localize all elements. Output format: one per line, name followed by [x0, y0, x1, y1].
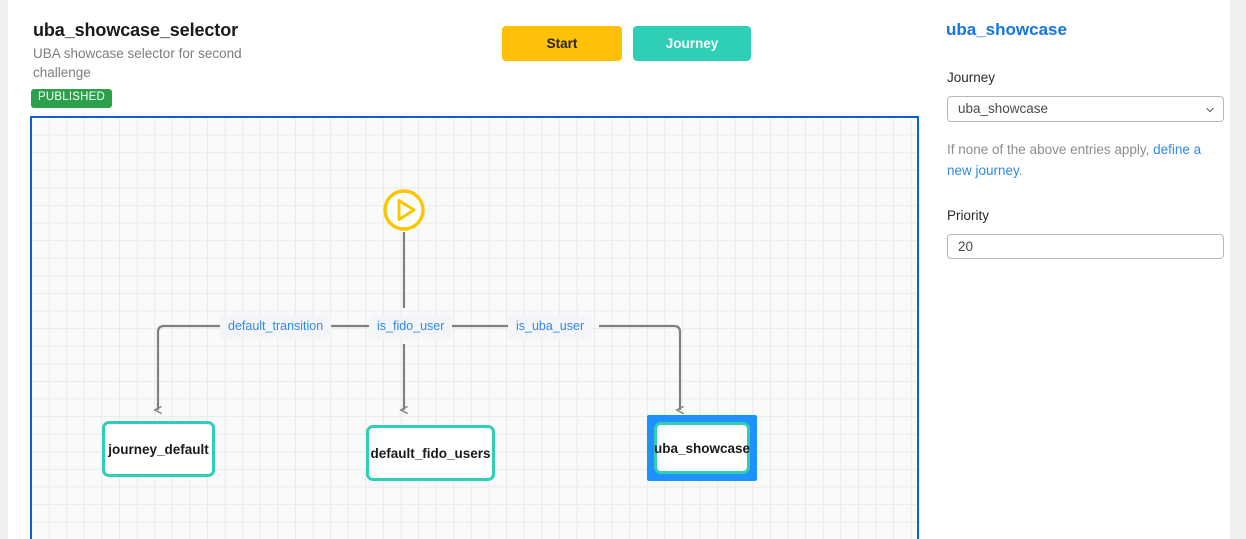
journey-select[interactable]: uba_showcase [947, 96, 1224, 122]
transition-label-default-transition[interactable]: default_transition [220, 315, 332, 339]
play-circle-icon [383, 189, 425, 231]
journey-field-label: Journey [947, 70, 996, 85]
priority-input[interactable] [947, 234, 1224, 259]
panel-title: uba_showcase [946, 20, 1067, 39]
node-uba-showcase[interactable]: uba_showcase [654, 422, 750, 474]
start-button[interactable]: Start [502, 26, 622, 61]
status-badge: PUBLISHED [31, 89, 112, 108]
helper-prefix: If none of the above entries apply, [947, 142, 1154, 157]
chevron-down-icon [1206, 107, 1214, 113]
journey-button[interactable]: Journey [633, 26, 751, 61]
node-journey-default[interactable]: journey_default [102, 421, 215, 477]
node-label: journey_default [108, 441, 209, 457]
flow-connectors [32, 232, 919, 539]
flow-canvas-inner: default_transition is_fido_user is_uba_u… [32, 118, 917, 539]
start-node[interactable] [382, 188, 426, 232]
define-new-journey-link[interactable]: define a new journey [947, 142, 1202, 178]
journey-helper-text: If none of the above entries apply, defi… [947, 139, 1228, 181]
node-label: default_fido_users [370, 445, 491, 461]
page-title: uba_showcase_selector [33, 20, 239, 40]
transition-label-is-fido-user[interactable]: is_fido_user [369, 315, 453, 339]
priority-field-label: Priority [947, 208, 990, 223]
flow-canvas[interactable]: default_transition is_fido_user is_uba_u… [30, 116, 919, 539]
journey-select-value: uba_showcase [958, 101, 1049, 116]
helper-suffix: . [1018, 163, 1023, 178]
page-subtitle: UBA showcase selector for second challen… [33, 46, 242, 80]
node-default-fido-users[interactable]: default_fido_users [366, 425, 495, 481]
main-card: uba_showcase_selector UBA showcase selec… [8, 0, 1230, 539]
node-uba-showcase-selected[interactable]: uba_showcase [647, 415, 757, 481]
transition-label-is-uba-user[interactable]: is_uba_user [508, 315, 593, 339]
node-label: uba_showcase [653, 440, 751, 456]
